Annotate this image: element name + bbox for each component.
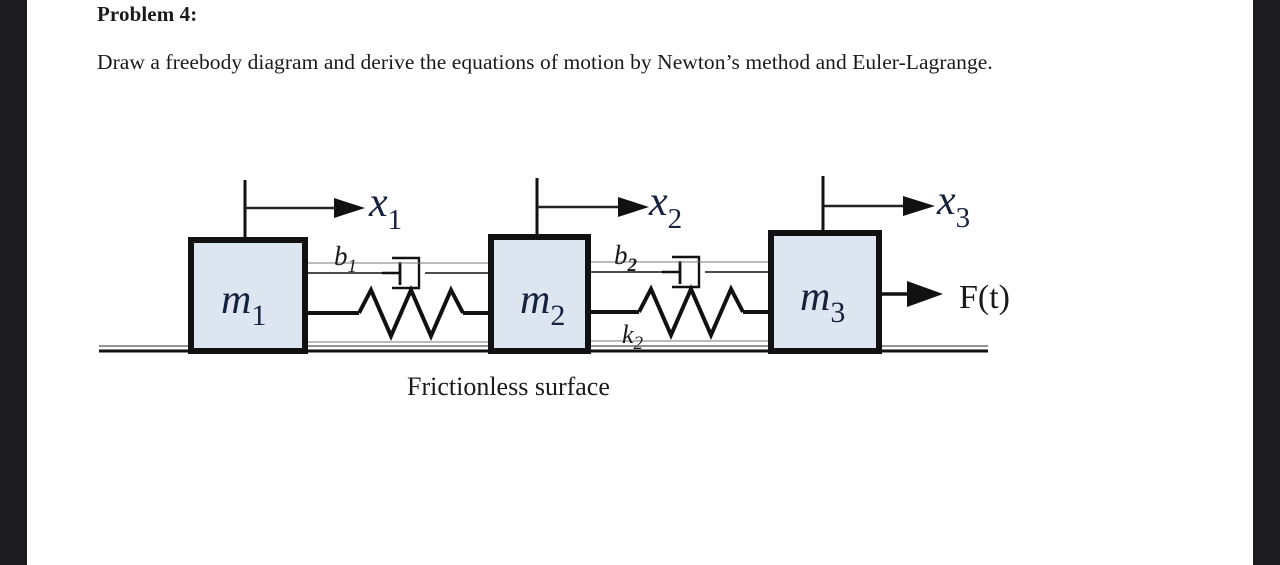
- applied-force-arrow: [879, 281, 943, 307]
- m2-subscript: 2: [550, 299, 565, 332]
- b2-subscript: 2: [627, 255, 638, 276]
- k2-base: k: [622, 320, 634, 349]
- right-page-edge-bar: [1253, 0, 1280, 565]
- x2-subscript: 2: [668, 203, 683, 235]
- damper-b1-symbol: [382, 256, 421, 290]
- displacement-label-x3: x3: [936, 178, 970, 234]
- m2-base: m: [520, 277, 550, 323]
- displacement-indicator-x3: [821, 176, 935, 234]
- displacement-label-x2: x2: [648, 179, 682, 235]
- mass-label-m1: m1: [221, 277, 266, 332]
- connector-m2-m3: [587, 255, 772, 342]
- b1-subscript: 1: [348, 256, 358, 277]
- x2-base: x: [648, 179, 668, 225]
- displacement-label-x1: x1: [368, 180, 402, 236]
- displacement-indicator-x2: [535, 178, 649, 238]
- m1-base: m: [221, 277, 251, 323]
- document-sheet: Problem 4: Draw a freebody diagram and d…: [27, 0, 1253, 565]
- m1-body: [188, 237, 308, 354]
- m3-base: m: [800, 274, 830, 320]
- damper-label-b1: b1: [334, 241, 357, 277]
- m3-subscript: 3: [830, 296, 845, 329]
- damper-label-b2: b2: [614, 240, 638, 276]
- x2-arrow-head: [618, 197, 649, 217]
- page-title: Problem 4:: [97, 2, 198, 26]
- left-page-edge-bar: [0, 0, 27, 565]
- x1-arrow-head: [334, 198, 365, 218]
- m3-body: [768, 230, 882, 354]
- connector-m1-m2: [305, 256, 492, 343]
- mechanical-system-diagram: m1 m2 m3 x1 x2 x3 b1 b2 k2 F(t): [27, 150, 1253, 440]
- x3-subscript: 3: [956, 202, 971, 234]
- x3-arrow-head: [903, 196, 935, 216]
- b1-base: b: [334, 241, 348, 271]
- x1-base: x: [368, 180, 388, 226]
- force-label: F(t): [959, 279, 1010, 316]
- x3-base: x: [936, 178, 956, 224]
- damper-b2-symbol: [662, 255, 701, 289]
- force-arrow-head: [907, 281, 943, 307]
- spring1-coil: [357, 284, 465, 342]
- k2-subscript: 2: [634, 333, 644, 354]
- b2-cylinder: [672, 255, 701, 289]
- m1-subscript: 1: [251, 299, 266, 332]
- displacement-indicator-x1: [243, 180, 365, 242]
- mass-block-m2: [488, 226, 591, 354]
- surface-caption: Frictionless surface: [407, 372, 610, 401]
- b2-base: b: [614, 240, 628, 270]
- mass-block-m1: [188, 228, 308, 354]
- x1-subscript: 1: [388, 204, 403, 236]
- mass-block-m3: [768, 224, 882, 354]
- spring2-coil: [637, 283, 745, 341]
- mass-label-m3: m3: [800, 274, 845, 329]
- b1-cylinder: [392, 256, 421, 290]
- m2-body: [488, 234, 591, 354]
- spring-label-k2: k2: [622, 320, 644, 354]
- problem-statement: Draw a freebody diagram and derive the e…: [97, 50, 993, 74]
- mass-label-m2: m2: [520, 277, 565, 332]
